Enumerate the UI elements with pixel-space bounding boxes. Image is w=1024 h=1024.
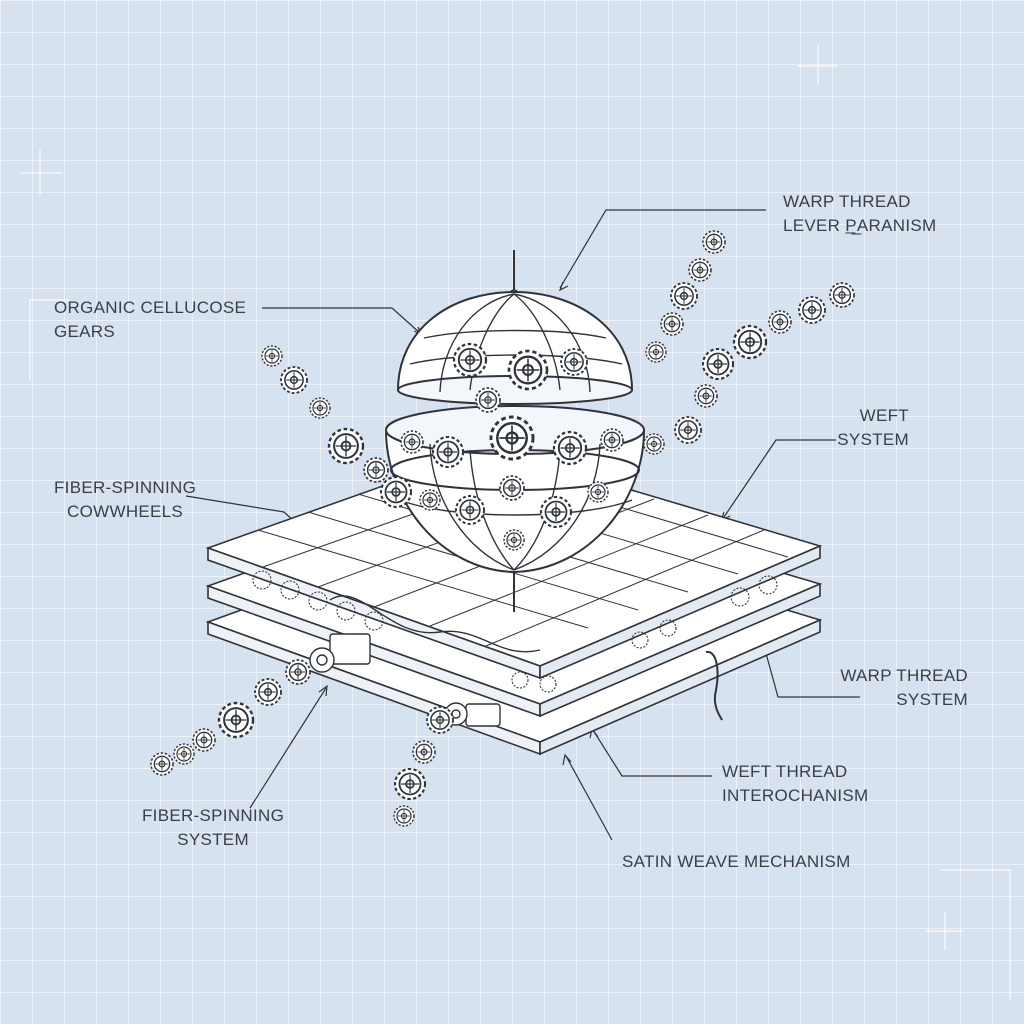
leader-lines: [185, 209, 860, 841]
label-warp-thread-system-line1: WARP THREAD: [840, 666, 968, 685]
label-warp-thread-system: WARP THREAD SYSTEM: [840, 664, 968, 712]
label-warp-thread-lever-line1: WARP THREAD: [783, 192, 911, 211]
label-fiber-cowwheels-line1: FIBER-SPINNING: [54, 478, 197, 497]
label-organic-gears-line2: GEARS: [54, 322, 116, 341]
label-warp-thread-system-line2: SYSTEM: [896, 690, 968, 709]
label-fiber-spinning-system-line1: FIBER-SPINNING: [142, 806, 285, 825]
label-weft-system: WEFT SYSTEM: [837, 404, 909, 452]
label-warp-thread-lever-line2: LEVER P̲̲ARANISM: [783, 216, 937, 235]
label-weft-system-line2: SYSTEM: [837, 430, 909, 449]
label-weft-thread-inter-line2: INTEROCHANISM: [722, 786, 869, 805]
spindle-rollers: [309, 633, 723, 727]
label-fiber-spinning-system: FIBER-SPINNING SYSTEM: [142, 804, 284, 852]
label-fiber-cowwheels-line2: COWWHEELS: [67, 502, 184, 521]
weft-ribbon: [329, 595, 541, 653]
label-organic-gears-line1: ORGANIC CELLUCOSE: [54, 298, 247, 317]
upper-dome: [396, 290, 634, 405]
label-satin-weave-line1: SATIN WEAVE MECHANISM: [622, 852, 851, 871]
label-fiber-cowwheels: FIBER-SPINNING COWWHEELS: [54, 476, 196, 524]
label-weft-thread-inter-line1: WEFT THREAD: [722, 762, 848, 781]
gear-chain-left: [252, 570, 778, 693]
label-fiber-spinning-system-line2: SYSTEM: [177, 830, 249, 849]
label-organic-gears: ORGANIC CELLUCOSE GEARS: [54, 296, 246, 344]
label-weft-thread-inter: WEFT THREAD INTEROCHANISM: [722, 760, 869, 808]
sparkle-marks: [20, 45, 1011, 1000]
label-weft-system-line1: WEFT: [859, 406, 909, 425]
label-satin-weave: SATIN WEAVE MECHANISM: [622, 850, 851, 874]
label-warp-thread-lever: WARP THREAD LEVER P̲̲ARANISM: [783, 190, 936, 238]
